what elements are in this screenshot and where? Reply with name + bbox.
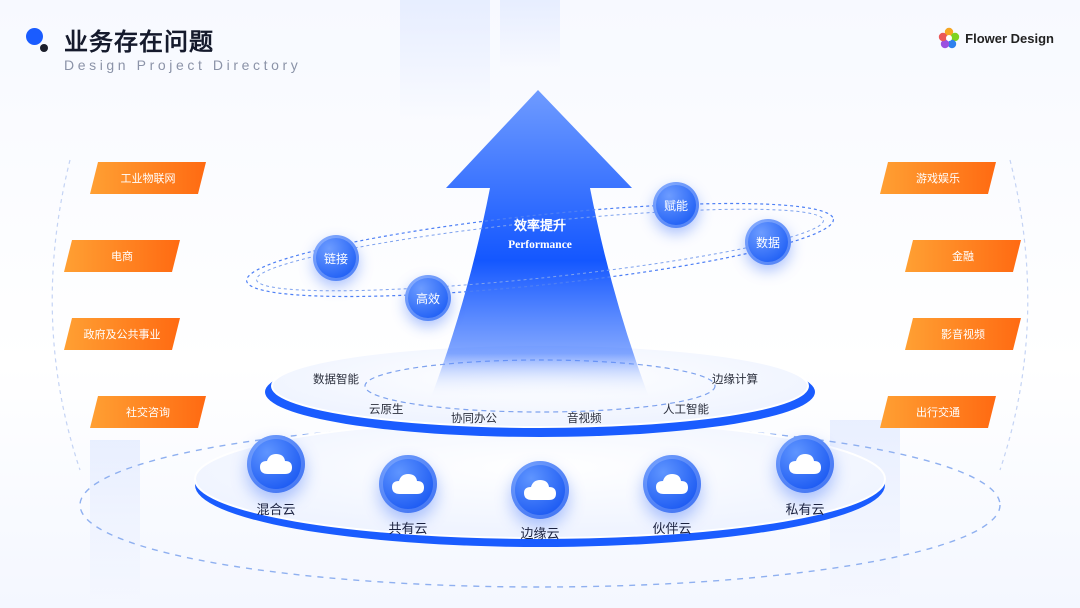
ring-label-cloud-native: 云原生 — [369, 402, 404, 416]
right-tag-media: 影音视频 — [905, 318, 1021, 350]
cloud-node-edge — [511, 461, 569, 519]
left-tag-industrial-iot: 工业物联网 — [90, 162, 206, 194]
ring-label-av: 音视频 — [567, 411, 602, 425]
cloud-label-shared: 共有云 — [388, 522, 428, 537]
page-subtitle: Design Project Directory — [64, 57, 302, 73]
right-tag-finance: 金融 — [905, 240, 1021, 272]
arrow-subtitle: Performance — [508, 239, 572, 251]
cloud-node-hybrid — [247, 435, 305, 493]
outer-dashed-orbit — [79, 422, 1001, 588]
background-bar — [400, 0, 490, 120]
upper-orbit-outer — [245, 202, 835, 298]
title-dot-icon — [26, 28, 43, 45]
cloud-label-edge: 边缘云 — [520, 527, 560, 542]
cloud-label-partner: 伙伴云 — [652, 522, 692, 537]
background-bar — [500, 0, 560, 70]
right-outer-arc — [999, 159, 1029, 471]
cloud-label-private: 私有云 — [785, 503, 825, 518]
ring-label-collaboration: 协同办公 — [451, 411, 497, 425]
orbit-bubble-data: 数据 — [745, 219, 791, 265]
orbit-bubble-link: 链接 — [313, 235, 359, 281]
ring-label-edge-computing: 边缘计算 — [712, 372, 758, 386]
orbit-bubble-empower: 赋能 — [653, 182, 699, 228]
left-tag-social: 社交咨询 — [90, 396, 206, 428]
cloud-icon — [260, 454, 292, 474]
brand-logo: Flower Design — [938, 27, 1054, 49]
cloud-label-hybrid: 混合云 — [256, 503, 296, 518]
brand-name: Flower Design — [965, 30, 1054, 46]
title-dot-small-icon — [40, 44, 48, 52]
cloud-icon — [656, 474, 688, 494]
left-tag-government: 政府及公共事业 — [64, 318, 180, 350]
background-bar — [90, 440, 140, 608]
ring-label-data-intelligence: 数据智能 — [313, 372, 359, 386]
cloud-icon — [789, 454, 821, 474]
right-tag-gaming: 游戏娱乐 — [880, 162, 996, 194]
cloud-icon — [392, 474, 424, 494]
flower-logo-icon — [938, 27, 960, 49]
page-title: 业务存在问题 — [64, 28, 214, 56]
efficiency-arrow — [430, 90, 650, 400]
right-tag-transport: 出行交通 — [880, 396, 996, 428]
cloud-icon — [524, 480, 556, 500]
left-outer-arc — [51, 159, 81, 471]
orbit-bubble-efficient: 高效 — [405, 275, 451, 321]
left-tag-ecommerce: 电商 — [64, 240, 180, 272]
cloud-node-shared — [379, 455, 437, 513]
arrow-title: 效率提升 — [513, 219, 566, 234]
ring-label-ai: 人工智能 — [663, 402, 709, 416]
cloud-node-private — [776, 435, 834, 493]
cloud-node-partner — [643, 455, 701, 513]
